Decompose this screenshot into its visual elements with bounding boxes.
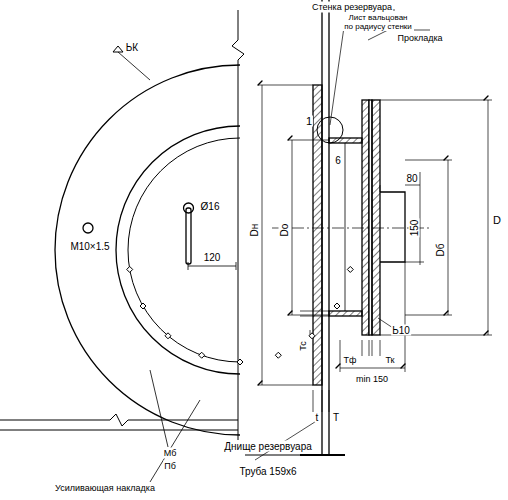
drawing-label: Мб [163,448,178,459]
drawing-label: Усиливающая накладка [54,483,156,494]
drawing-label: 150 [409,219,420,238]
drawing-label: Стенка резервуара [311,1,393,12]
drawing-label: 6 [334,155,342,166]
drawing-label: 80 [405,173,418,184]
drawing-label: Ь10 [391,325,411,336]
drawing-label: Днище резервуара [223,441,313,452]
drawing-label: Лист вальцован по радиусу стенки [342,13,414,31]
drawing-label: T [332,412,340,423]
drawing-label: Тф [343,355,358,366]
drawing-label: Тк [384,355,395,366]
drawing-label: Dн [249,223,260,238]
drawing-label: t [315,412,320,423]
drawing-label: min 150 [355,374,389,385]
drawing-label: D [492,215,502,226]
drawing-label: Ø16 [200,201,221,212]
drawing-label: 1 [305,116,313,127]
drawing-label: Труба 159х6 [238,466,297,477]
drawing-label: М10×1.5 [69,241,110,252]
drawing-label: Do [279,223,290,238]
drawing-label: ЬК [125,42,139,53]
drawing-label: Прокладка [396,33,443,44]
drawing-label: 120 [203,252,222,263]
drawing-label: Пб [163,461,177,472]
drawing-label: Dб [435,243,446,258]
drawing-label: Тс [298,340,309,352]
